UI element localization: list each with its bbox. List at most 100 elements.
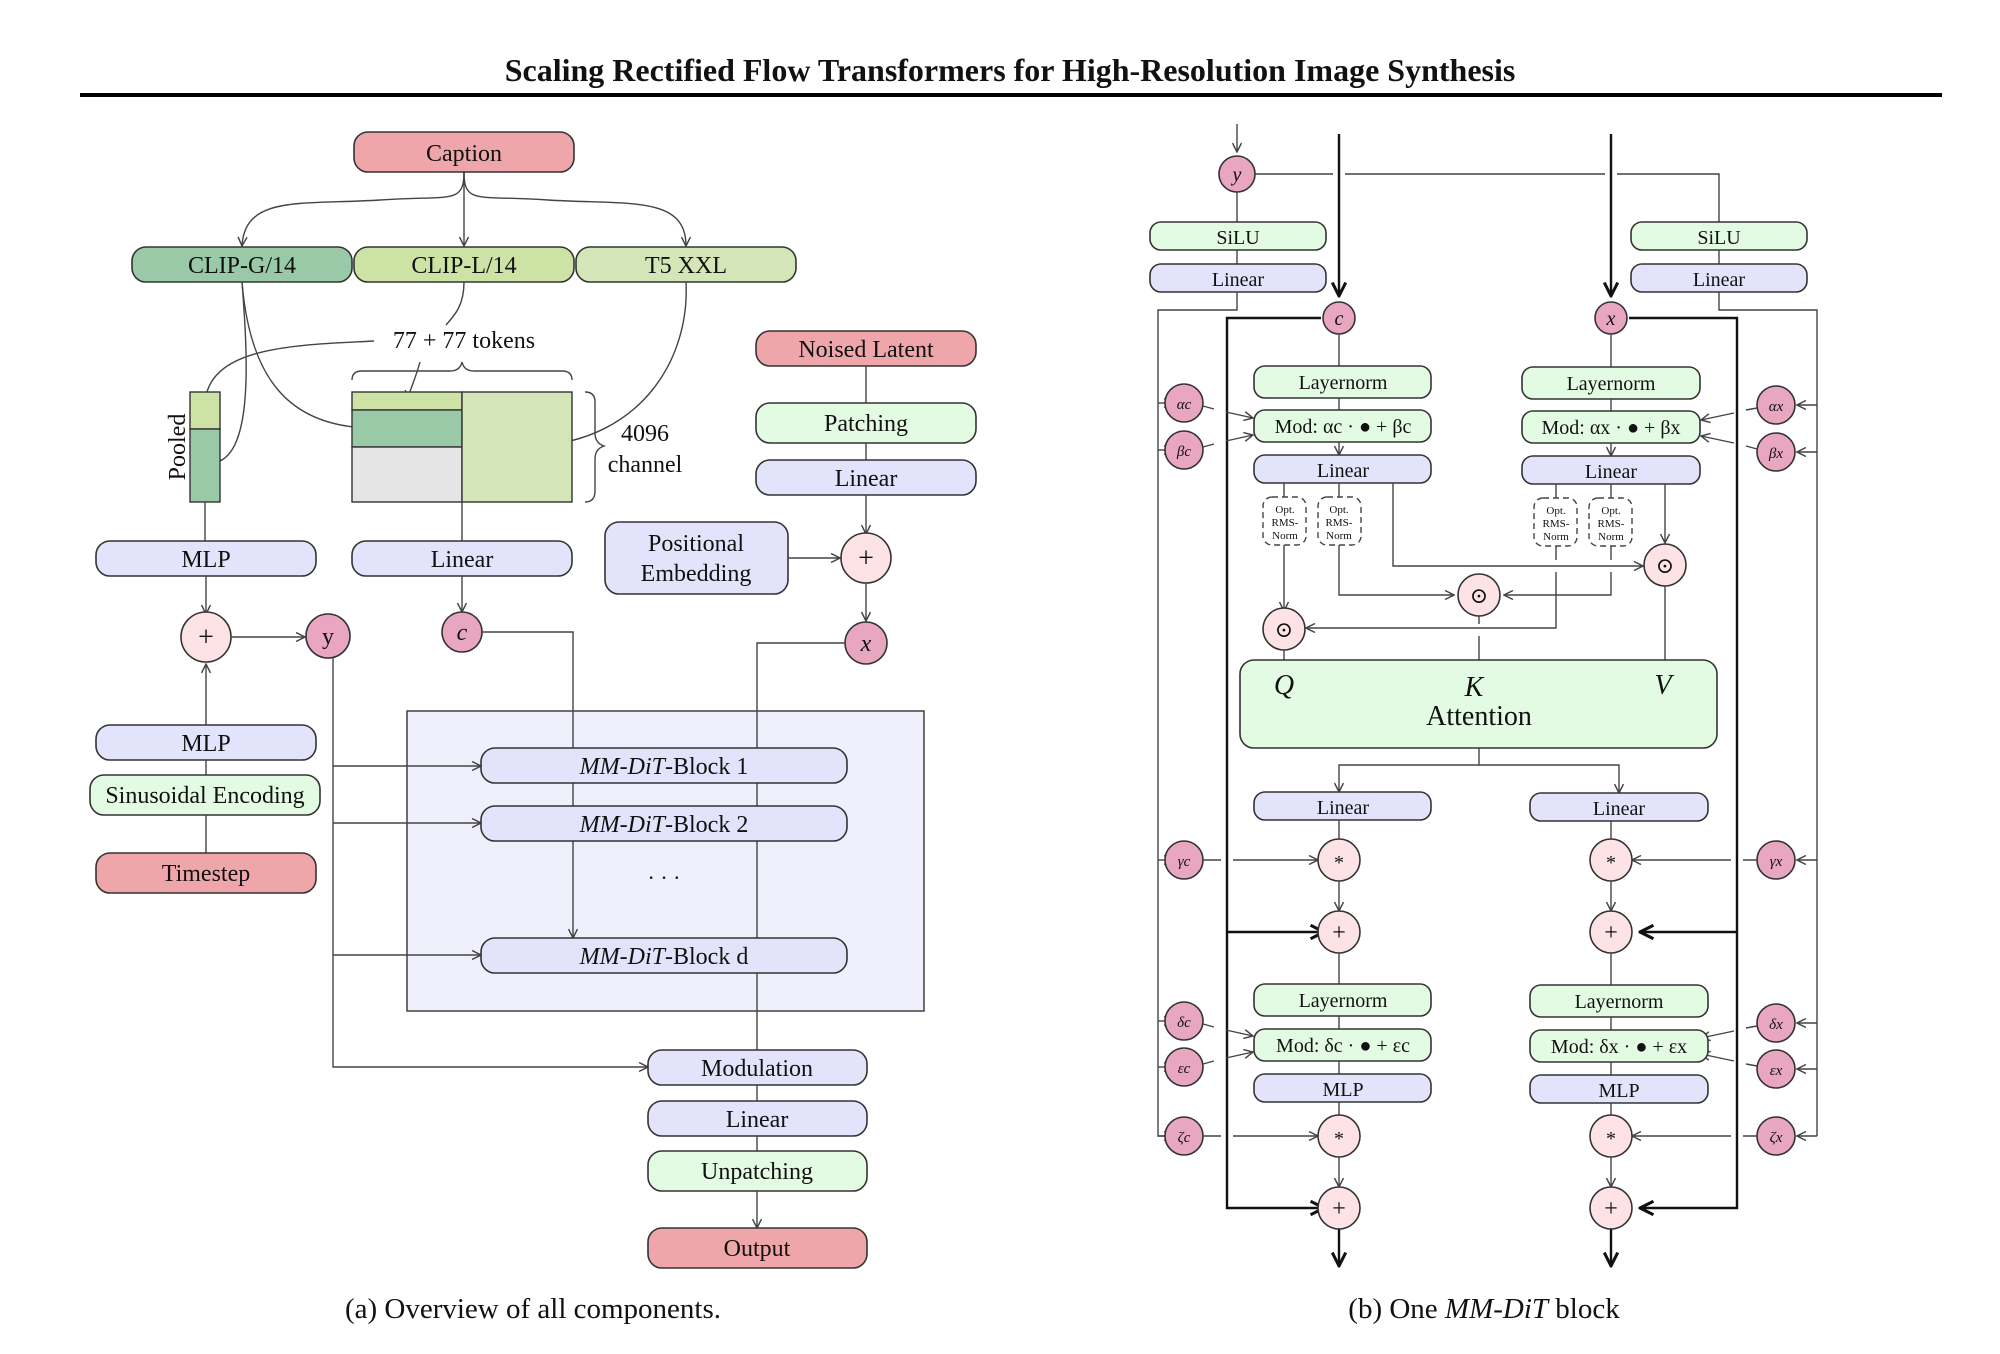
- param-circles-c: αc βc γc δc εc ζc: [1164, 383, 1204, 1156]
- zeta-x-label: ζx: [1770, 1130, 1783, 1146]
- mmdit-block-1-label: MM-DiT-Block 1: [579, 754, 749, 780]
- figure-b-caption: (b) One MM-DiT block: [1348, 1293, 1620, 1325]
- edge-caption-t5: [463, 171, 686, 246]
- add-x-symbol: +: [858, 543, 874, 574]
- edge-rmskc-concat-k: [1338, 545, 1454, 595]
- mmdit-block-2-box: [480, 805, 848, 842]
- modulation-label: Modulation: [701, 1056, 813, 1082]
- layernorm1-c-label: Layernorm: [1299, 372, 1388, 394]
- linear-out-x-box: [1529, 792, 1709, 822]
- mul1-c-symbol: *: [1334, 852, 1344, 874]
- residual-x: [1629, 316, 1739, 1208]
- linear-out-c-box: [1253, 791, 1432, 821]
- beta-x-label: βx: [1768, 446, 1783, 462]
- grid-clipg-rows: [351, 409, 463, 448]
- edge-caption-clipg: [242, 171, 465, 246]
- delta-x-label: δx: [1769, 1017, 1783, 1033]
- grid-clipl-rows: [351, 391, 463, 411]
- y-node-label: y: [322, 624, 334, 650]
- edge-y-modulation: [332, 658, 648, 1067]
- channel-label-text: channel: [608, 452, 683, 478]
- timestep-label: Timestep: [162, 861, 250, 887]
- overview-diagram: Caption CLIP-G/14 CLIP-L/14 T5 XXL 77 + …: [89, 131, 977, 1325]
- mmdit-block-d-label: MM-DiT-Block d: [579, 944, 749, 970]
- mlp-x-box: [1529, 1074, 1709, 1104]
- output-box: [647, 1227, 868, 1269]
- rms-norm-kx-l1: Opt.: [1601, 505, 1621, 517]
- mlp-top-label: MLP: [181, 547, 230, 573]
- attention-k-label: K: [1464, 672, 1485, 703]
- caption-label: Caption: [426, 141, 502, 167]
- positional-embedding-label-1: Positional: [648, 531, 744, 557]
- mul2-c-symbol: *: [1334, 1128, 1344, 1150]
- add1-x-symbol: +: [1604, 920, 1618, 946]
- edge-eps-c-mod: [1202, 1052, 1253, 1065]
- y-node-b-label: y: [1231, 164, 1242, 186]
- attention-v-label: V: [1654, 670, 1674, 701]
- edge-vc-concat-v: [1392, 483, 1643, 566]
- mod1-x-label: Mod: αx · ● + βx: [1541, 417, 1680, 439]
- x-node-b-label: x: [1606, 308, 1616, 330]
- linear-left-mod-label: Linear: [1212, 269, 1265, 291]
- mmdit-block-1-box: [480, 747, 848, 784]
- alpha-x-node: [1756, 385, 1796, 425]
- linear-out-c-label: Linear: [1317, 797, 1370, 819]
- beta-x-node: [1756, 432, 1796, 472]
- concat-k-symbol: ⊙: [1470, 583, 1488, 608]
- linear-c-label: Linear: [431, 547, 494, 573]
- grid-padding: [351, 446, 463, 503]
- eps-x-label: εx: [1770, 1063, 1783, 1079]
- mod2-c-box: [1253, 1028, 1432, 1062]
- mod2-x-box: [1529, 1029, 1709, 1063]
- timestep-box: [95, 852, 317, 894]
- clip-g-label: CLIP-G/14: [188, 253, 296, 279]
- mod1-c-label: Mod: αc · ● + βc: [1275, 416, 1412, 438]
- silu-right-label: SiLU: [1697, 227, 1741, 249]
- layernorm2-c-box: [1253, 983, 1432, 1017]
- rms-norm-kx-l3: Norm: [1598, 531, 1624, 543]
- concat-q-symbol: ⊙: [1275, 617, 1293, 642]
- beta-c-label: βc: [1176, 444, 1191, 460]
- alpha-c-node: [1164, 383, 1204, 423]
- edge-beta-x-mod: [1701, 436, 1758, 450]
- delta-c-node: [1164, 1001, 1204, 1041]
- edge-eps-x-mod: [1701, 1054, 1758, 1067]
- add1-c-symbol: +: [1332, 920, 1346, 946]
- edge-rmskx-concat-k: [1504, 546, 1612, 595]
- linear-right-mod-label: Linear: [1693, 269, 1746, 291]
- unpatching-label: Unpatching: [701, 1159, 813, 1185]
- rms-norm-qc-l1: Opt.: [1275, 504, 1295, 516]
- positional-embedding-label-2: Embedding: [641, 561, 752, 587]
- tokens-brace: [351, 361, 573, 381]
- edge-tokens-pooled: [205, 340, 375, 402]
- linear-left-mod-box: [1149, 263, 1327, 293]
- mmdit-block-2-label: MM-DiT-Block 2: [579, 812, 749, 838]
- layernorm2-x-box: [1529, 984, 1709, 1018]
- rms-norm-group: Opt. RMS- Norm Opt. RMS- Norm Opt. RMS- …: [1262, 483, 1633, 547]
- bus-right-mod: [1718, 292, 1818, 1136]
- rms-norm-kc-l3: Norm: [1326, 530, 1352, 542]
- linear-qkv-x-label: Linear: [1585, 461, 1638, 483]
- mmdit-block-d-box: [480, 937, 848, 974]
- edge-alpha-x-mod: [1701, 407, 1758, 420]
- edge-c-blocks: [482, 631, 574, 750]
- edge-delta-c-mod: [1202, 1023, 1253, 1036]
- delta-c-label: δc: [1177, 1015, 1191, 1031]
- rms-norm-qx-l1: Opt.: [1546, 505, 1566, 517]
- add2-c-symbol: +: [1332, 1196, 1346, 1222]
- mmdit-block-d: MM-DiT-Block d: [480, 937, 848, 974]
- edge-clipl-tokens: [445, 281, 465, 326]
- c-node-label: c: [457, 620, 468, 646]
- edge-attn-linear-x: [1479, 764, 1619, 793]
- add-node-symbol: +: [198, 622, 214, 653]
- mul2-x-symbol: *: [1606, 1128, 1616, 1150]
- sinusoidal-box: [89, 774, 321, 816]
- eps-x-node: [1756, 1049, 1796, 1089]
- rms-norm-kc-l2: RMS-: [1326, 517, 1353, 529]
- pooled-clipl-segment: [189, 391, 221, 430]
- sinusoidal-label: Sinusoidal Encoding: [105, 783, 304, 809]
- channel-label-number: 4096: [621, 421, 669, 447]
- layernorm2-x-label: Layernorm: [1575, 991, 1664, 1013]
- layernorm1-x-label: Layernorm: [1567, 373, 1656, 395]
